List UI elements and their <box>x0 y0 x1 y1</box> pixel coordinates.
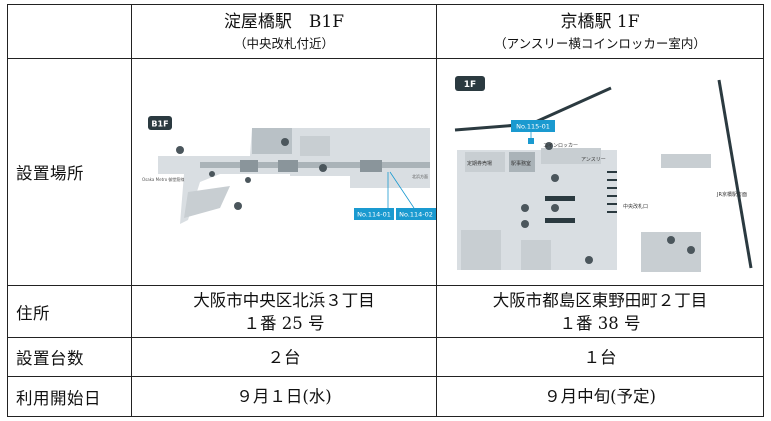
stair-icon <box>521 220 529 228</box>
info-table: 淀屋橋駅 B1F （中央改札付近） 京橋駅 1F （アンスリー横コインロッカー室… <box>7 4 764 417</box>
table-rule <box>7 4 764 5</box>
locker-marker-115-01 <box>511 120 555 132</box>
locker-marker-114-01 <box>354 208 394 220</box>
direction-label: 北浜方面 <box>412 173 428 179</box>
floor-badge <box>148 116 172 130</box>
road-edge <box>530 86 612 126</box>
start-kyobashi: ９月中旬(予定) <box>544 387 656 406</box>
floor-badge <box>455 76 485 91</box>
count-yodoyabashi: ２台 <box>267 347 301 367</box>
elevator-icon <box>585 256 593 264</box>
map-kyobashi: 1F コインロッカー アンスリー 定期券売場 駅事務室 中央改札口 JR京橋駅方 <box>454 76 753 272</box>
table-rule <box>7 4 8 417</box>
gate-block <box>360 160 382 172</box>
stair-icon <box>209 171 215 177</box>
map-label: 定期券売場 <box>467 160 492 167</box>
stair-icon <box>551 204 559 212</box>
stair-icon <box>667 236 675 244</box>
elevator-icon <box>234 202 242 210</box>
stair-icon <box>687 246 695 254</box>
locker-position <box>528 138 534 144</box>
room-block <box>541 148 601 164</box>
map-label: アンスリー <box>581 157 606 163</box>
platform-bar <box>545 218 575 223</box>
pillar-block <box>461 230 501 270</box>
station-subtitle: （アンスリー横コインロッカー室内） <box>494 35 706 51</box>
stair-icon <box>176 146 184 154</box>
stair-icon <box>521 204 529 212</box>
stair-icon <box>319 164 327 172</box>
marker-label: No.114-01 <box>357 211 391 219</box>
stair-ramp <box>184 186 230 218</box>
map-label: JR京橋駅方面 <box>716 191 747 198</box>
concourse-floor <box>158 128 430 224</box>
stair-icon <box>245 177 251 183</box>
direction-label: Osaka Metro 御堂筋線 <box>142 176 184 182</box>
table-rule <box>7 337 764 338</box>
map-yodoyabashi: B1F Osaka Metro 御堂筋線 北浜方面 No.114-01 No.1… <box>142 116 436 224</box>
table-rule <box>7 285 764 286</box>
floor-badge-label: B1F <box>151 120 168 129</box>
station-title: 淀屋橋駅 B1F <box>223 11 345 32</box>
escalator-stripes <box>607 171 617 213</box>
row-label-location: 設置場所 <box>16 164 84 183</box>
gate-block <box>278 160 298 172</box>
room-block <box>509 152 535 172</box>
table-rule <box>763 4 764 417</box>
address-line: 大阪市都島区東野田町２丁目 <box>492 290 708 310</box>
platform-strip <box>200 162 430 168</box>
address-line: １番 38 号 <box>559 313 641 333</box>
road-edge <box>717 79 753 269</box>
address-line: 大阪市中央区北浜３丁目 <box>193 290 375 310</box>
address-kyobashi: 大阪市都島区東野田町２丁目 １番 38 号 <box>437 286 763 337</box>
stair-icon <box>551 174 559 182</box>
station-title: 京橋駅 1F <box>560 11 640 32</box>
table-rule <box>7 416 764 417</box>
room-block <box>300 136 330 156</box>
stair-icon <box>545 142 553 150</box>
map-label: 駅事務室 <box>511 160 531 167</box>
floor-badge-label: 1F <box>464 80 476 90</box>
gate-block <box>240 160 258 172</box>
room-block <box>465 152 505 172</box>
marker-leader <box>389 171 415 209</box>
map-label: コインロッカー <box>543 143 578 149</box>
marker-label: No.115-01 <box>516 123 550 131</box>
header-yodoyabashi: 淀屋橋駅 B1F （中央改札付近） <box>132 5 436 58</box>
table-rule <box>131 4 132 417</box>
start-yodoyabashi: ９月１日(水) <box>236 387 332 406</box>
row-label-address: 住所 <box>16 303 50 323</box>
pillar-block <box>521 240 551 270</box>
address-line: １番 25 号 <box>243 313 325 333</box>
marker-label: No.114-02 <box>399 211 433 219</box>
locker-marker-114-02 <box>396 208 436 220</box>
table-rule <box>7 376 764 377</box>
stair-icon <box>281 138 289 146</box>
map-label: 中央改札口 <box>623 203 648 210</box>
row-label-count: 設置台数 <box>16 349 84 368</box>
table-rule <box>7 58 764 59</box>
row-label-start: 利用開始日 <box>16 388 101 408</box>
annex-block <box>661 154 711 168</box>
header-kyobashi: 京橋駅 1F （アンスリー横コインロッカー室内） <box>437 5 763 58</box>
table-rule <box>436 4 437 417</box>
address-yodoyabashi: 大阪市中央区北浜３丁目 １番 25 号 <box>132 286 436 337</box>
station-subtitle: （中央改札付近） <box>233 35 334 51</box>
platform-bar <box>545 196 575 201</box>
count-kyobashi: １台 <box>583 347 617 367</box>
